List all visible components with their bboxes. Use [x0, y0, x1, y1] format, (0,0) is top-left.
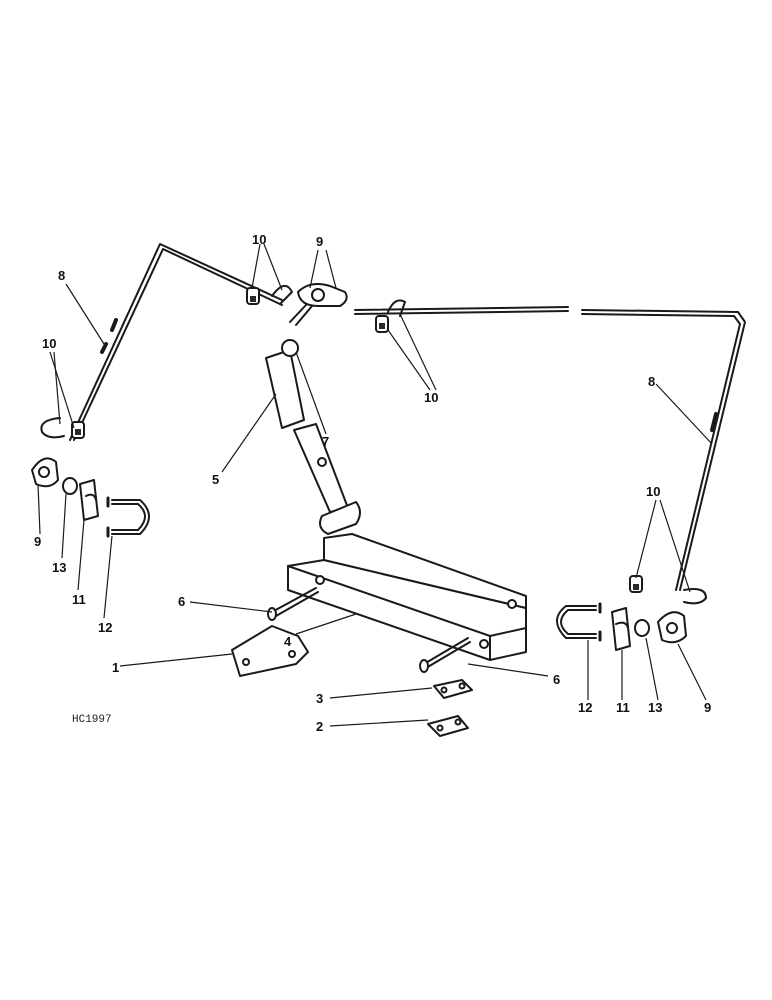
- clip-left: [40, 417, 85, 439]
- callout-11-right: 11: [616, 700, 630, 715]
- callout-10-top-left: 10: [252, 232, 266, 247]
- callout-5: 5: [212, 472, 219, 487]
- callout-10-right: 10: [646, 484, 660, 499]
- callout-4: 4: [284, 634, 292, 649]
- callout-12-left: 12: [98, 620, 112, 635]
- callout-8-right: 8: [648, 374, 655, 389]
- callout-8-left: 8: [58, 268, 65, 283]
- callout-10-top-right: 10: [424, 390, 438, 405]
- callout-9-top: 9: [316, 234, 323, 249]
- right-bushing: [634, 619, 650, 637]
- callout-13-left: 13: [52, 560, 66, 575]
- left-u-bolt: [106, 496, 150, 538]
- top-cross-rod: [354, 306, 746, 591]
- callout-7: 7: [322, 434, 329, 449]
- left-bushing: [62, 477, 78, 495]
- bolt-left: [267, 587, 319, 621]
- callout-1: 1: [112, 660, 119, 675]
- callout-13-right: 13: [648, 700, 662, 715]
- callout-2: 2: [316, 719, 323, 734]
- callout-10-left: 10: [42, 336, 56, 351]
- shim-3: [433, 679, 473, 699]
- callout-6-left: 6: [178, 594, 185, 609]
- top-pivot-arm: [289, 283, 348, 326]
- clip-top-left: [246, 285, 293, 305]
- bolt-right: [419, 637, 471, 673]
- shim-2: [427, 715, 469, 737]
- left-pivot-bracket: [31, 457, 59, 488]
- right-u-bolt: [556, 602, 602, 642]
- callout-12-right: 12: [578, 700, 592, 715]
- callout-9-left: 9: [34, 534, 41, 549]
- right-clamp-half: [611, 607, 631, 651]
- callout-3: 3: [316, 691, 323, 706]
- clip-top-right: [375, 299, 406, 333]
- left-lift-rod: [69, 243, 283, 441]
- callout-6-right: 6: [553, 672, 560, 687]
- callout-9-right: 9: [704, 700, 711, 715]
- leader-lines: [37, 243, 713, 727]
- callout-11-left: 11: [72, 592, 86, 607]
- mounting-plate: [231, 625, 309, 677]
- lift-link: [265, 339, 361, 535]
- left-clamp-half: [79, 479, 99, 521]
- clip-right: [629, 575, 707, 605]
- figure-code: HC1997: [72, 714, 112, 726]
- right-pivot-bracket: [657, 611, 687, 644]
- channel-support: [287, 533, 527, 661]
